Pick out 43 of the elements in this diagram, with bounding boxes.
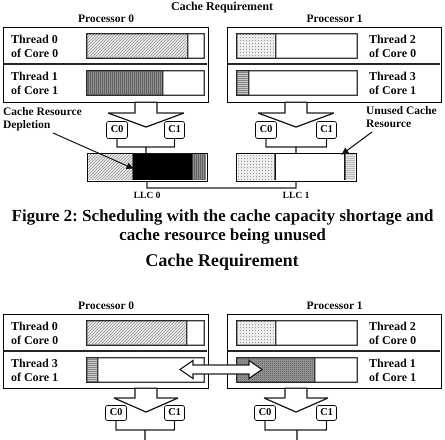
callout-label: Cache Resource Depletion: [3, 106, 89, 133]
leader-arrow: [52, 132, 134, 170]
cache-segment: [275, 154, 345, 180]
core-box: C0: [255, 121, 277, 139]
processor-label: Processor 0: [78, 300, 134, 313]
leader-arrow: [341, 132, 372, 155]
core-box: C0: [254, 405, 276, 421]
thread-label: Thread 2 of Core 0: [369, 318, 418, 346]
double-block-arrow: [178, 359, 264, 380]
cache-bar: [87, 153, 208, 182]
block-arrow: [113, 388, 179, 413]
connector-line: [146, 182, 297, 189]
thread-label: Thread 3 of Core 1: [369, 69, 418, 97]
core-box: C1: [164, 121, 185, 139]
cache-bar: [236, 153, 357, 182]
thread-label: Thread 2 of Core 0: [369, 32, 418, 60]
cache-label: LLC 1: [282, 191, 310, 202]
connector-line: [144, 421, 176, 440]
core-box: C0: [105, 405, 127, 421]
connector-line: [145, 139, 176, 153]
thread-label: Thread 3 of Core 1: [11, 356, 60, 384]
thread-label: Thread 1 of Core 1: [11, 69, 60, 97]
core-box: C1: [316, 405, 337, 421]
core-box: C1: [316, 121, 337, 139]
block-arrow: [257, 102, 335, 128]
block-arrow: [107, 102, 185, 128]
section-title: Cache Requirement: [145, 251, 299, 270]
cache-label: LLC 0: [134, 191, 160, 202]
thread-label: Thread 0 of Core 0: [11, 318, 60, 346]
thread-label: Thread 1 of Core 1: [369, 356, 418, 384]
thread-label: Thread 0 of Core 0: [11, 32, 60, 60]
connector-line: [295, 139, 328, 153]
processor-label: Processor 0: [78, 13, 134, 26]
processor-label: Processor 1: [306, 300, 363, 313]
core-box: C1: [164, 405, 185, 421]
processor-label: Processor 1: [306, 13, 363, 26]
section-title: Cache Requirement: [170, 0, 274, 13]
block-arrow: [263, 388, 329, 413]
core-box: C0: [106, 121, 128, 139]
figure-caption: Figure 2: Scheduling with the cache capacity shortage and cache resource being unused: [10, 206, 434, 244]
connector-line: [296, 421, 328, 440]
callout-label: Unused Cache Resource: [366, 105, 444, 132]
cache-segment: [133, 154, 192, 180]
